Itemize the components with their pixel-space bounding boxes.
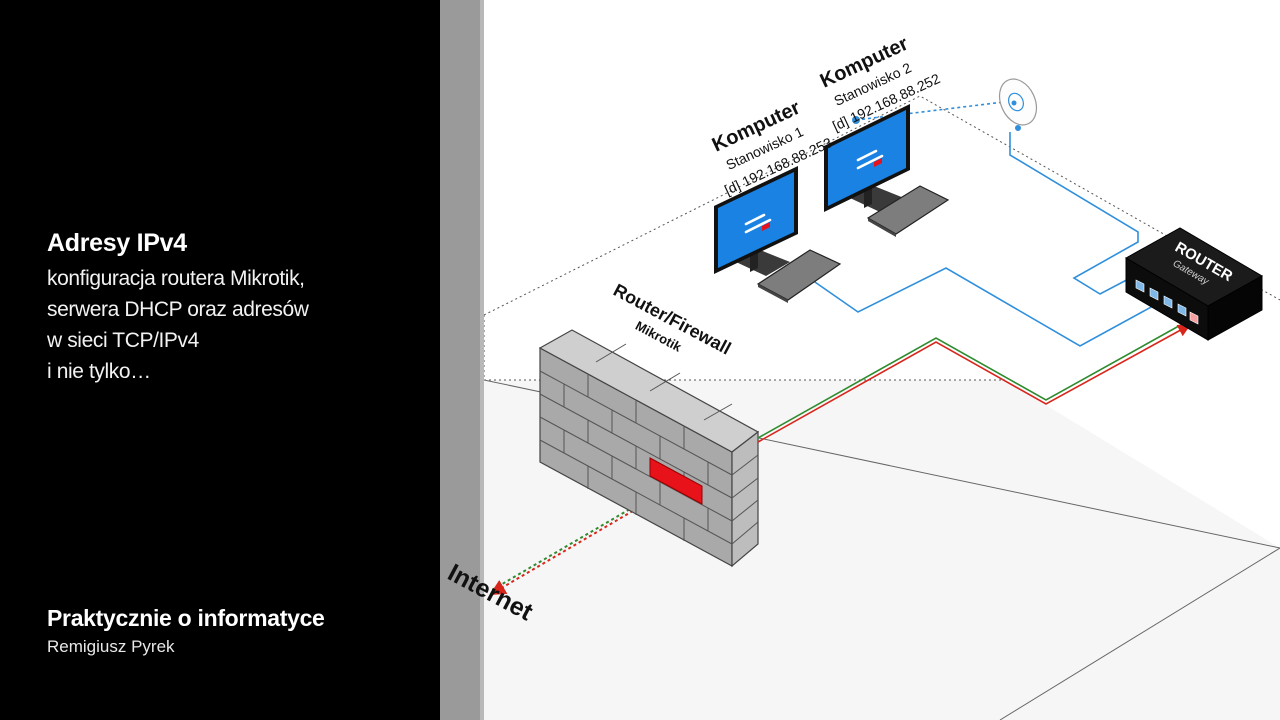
wifi-link [855,101,1005,121]
router-ports [1135,279,1199,325]
sidebar: Adresy IPv4 konfiguracja routera Mikroti… [0,0,440,720]
network-diagram: Komputer Stanowisko 1 [d] 192.168.88.253… [440,0,1280,720]
description-line: konfiguracja routera Mikrotik, [47,267,305,290]
author-name: Remigiusz Pyrek [47,637,175,656]
lan-cables [811,132,1167,347]
wall-edge [480,0,484,720]
wan-cable [757,321,1191,443]
firewall-icon [538,329,760,568]
description-line: serwera DHCP oraz adresów [47,298,309,321]
wall [440,0,484,720]
description-line: w sieci TCP/IPv4 [47,329,199,352]
channel-name: Praktycznie o informatyce [47,605,325,631]
video-description: konfiguracja routera Mikrotik, serwera D… [47,263,309,387]
access-point-icon [998,78,1038,131]
computer-2-icon [824,104,950,237]
firewall-wan-port [649,457,703,505]
wifi-dot [852,116,860,124]
computer-1-icon [714,166,842,303]
description-line: i nie tylko… [47,360,151,383]
router-icon [1124,227,1264,341]
video-title: Adresy IPv4 [47,229,187,257]
